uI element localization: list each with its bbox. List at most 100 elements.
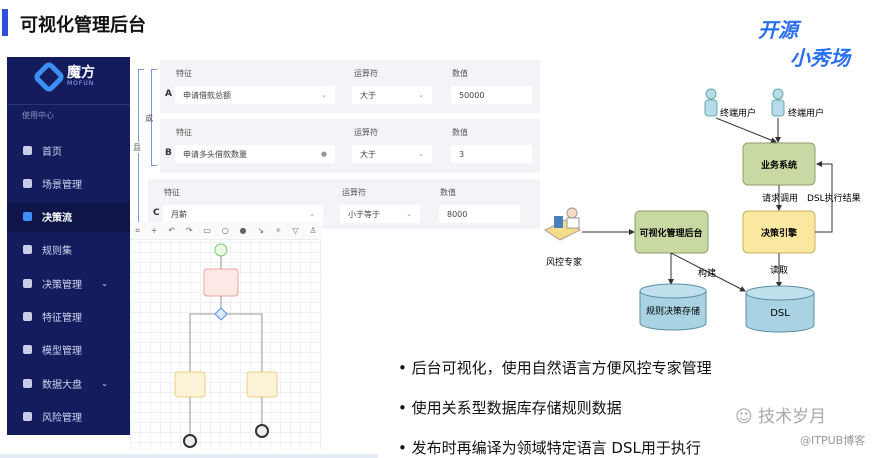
add-icon[interactable]: +	[150, 226, 158, 235]
slide-title: 可视化管理后台	[20, 15, 146, 36]
user-icon[interactable]: ♙	[309, 226, 317, 235]
operator-value: 大于	[360, 90, 376, 100]
user-label: 终端用户	[788, 107, 824, 119]
menu-icon	[23, 178, 32, 188]
watermark-name: ☺ 技术岁月	[735, 407, 827, 427]
sidebar-item-label: 场景管理	[42, 179, 82, 191]
start-node-icon[interactable]: ○	[221, 226, 229, 235]
chevron-down-icon[interactable]: ⌄	[309, 210, 315, 218]
sidebar-item[interactable]: 场景管理	[7, 168, 130, 198]
filter-icon[interactable]: ▽	[292, 226, 299, 235]
flow-canvas[interactable]	[130, 222, 322, 450]
end-node	[255, 424, 269, 438]
build-label: 构建	[698, 267, 716, 279]
dsl-cylinder	[745, 285, 815, 333]
sidebar-item[interactable]: 决策管理 ⌄	[7, 268, 130, 298]
sidebar-item[interactable]: 决策流	[7, 201, 130, 232]
architecture-diagram: 终端用户 终端用户 业务系统 请求调用 决策引擎 DSL执行结果 可视化管理后台…	[530, 80, 890, 344]
value-input[interactable]: 3	[451, 145, 532, 163]
chevron-down-icon[interactable]: ⌄	[101, 378, 108, 388]
operator-select[interactable]: 小于等于⌄	[340, 205, 420, 223]
operator-value: 大于	[360, 149, 376, 159]
operator-select[interactable]: 大于 ⌄	[352, 145, 432, 163]
value-label: 数值	[452, 128, 468, 137]
sidebar-item[interactable]: 首页	[7, 135, 130, 165]
menu-icon	[23, 145, 32, 155]
gateway-icon[interactable]: ✧	[274, 226, 282, 235]
sidebar-item-label: 首页	[42, 146, 62, 158]
menu-icon	[23, 378, 32, 388]
menu-icon	[23, 312, 32, 321]
expert-icon	[544, 207, 581, 241]
svg-text:DSL: DSL	[770, 308, 790, 319]
logo-sub: MOFUN	[67, 80, 95, 87]
feature-value: 申请多头借款数量	[183, 149, 247, 159]
sidebar-item[interactable]: 数据大盘 ⌄	[7, 368, 130, 398]
undo-icon[interactable]: ↶	[168, 226, 175, 235]
title-accent-bar	[2, 9, 8, 36]
svg-text:可视化管理后台: 可视化管理后台	[639, 227, 702, 239]
operator-select[interactable]: 大于⌄	[352, 86, 432, 104]
feature-label: 特征	[176, 69, 192, 78]
sidebar-item[interactable]: 模型管理	[7, 335, 130, 365]
wechat-icon: ☺	[735, 407, 759, 427]
and-label: 且	[133, 142, 141, 153]
value-text: 3	[459, 149, 465, 159]
task-node	[246, 371, 278, 398]
sidebar-item[interactable]: 风险管理	[7, 401, 130, 431]
value-input[interactable]: 8000	[439, 205, 520, 223]
select-icon[interactable]: ⌗	[135, 225, 140, 235]
flow-graph	[174, 243, 278, 448]
brand-logo: 开源 小秀场	[740, 10, 890, 70]
end-node-icon[interactable]: ●	[239, 226, 247, 235]
condition-letter: A	[165, 89, 172, 99]
feature-select[interactable]: 申请多头借款数量 ●	[175, 145, 335, 163]
operator-label: 运算符	[354, 69, 378, 78]
menu-icon	[23, 278, 32, 288]
or-bracket	[151, 69, 157, 166]
feature-label: 特征	[164, 188, 180, 197]
expert-label: 风控专家	[546, 256, 582, 268]
sidebar-item-label: 决策流	[42, 213, 72, 225]
value-input[interactable]: 50000	[451, 86, 532, 104]
feature-select[interactable]: 申请借款总额⌄	[175, 86, 335, 104]
task-node	[174, 371, 206, 398]
read-label: 读取	[770, 264, 788, 276]
value-label: 数值	[452, 69, 468, 78]
delete-icon[interactable]: ▭	[203, 226, 211, 235]
brand-line1: 开源	[758, 18, 798, 42]
connect-icon[interactable]: ↘	[257, 226, 265, 235]
watermark-source: @ITPUB博客	[800, 434, 866, 447]
sidebar-item-label: 数据大盘	[42, 379, 82, 391]
clear-icon[interactable]: ●	[320, 150, 327, 158]
sidebar-item[interactable]: 规则集	[7, 235, 130, 265]
user-icon	[771, 88, 785, 117]
sidebar-item-label: 特征管理	[42, 313, 82, 324]
rule-store-cylinder	[639, 283, 707, 331]
brand-line2: 小秀场	[790, 46, 850, 70]
logo-icon	[32, 60, 66, 94]
operator-label: 运算符	[354, 128, 378, 137]
feature-select[interactable]: 月薪 ⌄	[163, 205, 323, 223]
chevron-down-icon[interactable]: ⌄	[321, 91, 327, 99]
sidebar-item[interactable]: 特征管理	[7, 302, 130, 332]
redo-icon[interactable]: ↷	[185, 226, 193, 235]
sidebar-item-label: 规则集	[42, 246, 72, 258]
feature-label: 特征	[176, 128, 192, 137]
feature-value: 月薪	[171, 209, 187, 219]
menu-icon	[23, 345, 32, 355]
chevron-down-icon: ⌄	[418, 150, 424, 158]
operator-label: 运算符	[342, 188, 366, 197]
divider	[7, 104, 130, 105]
user-label: 终端用户	[720, 107, 756, 119]
end-node	[183, 434, 197, 448]
sidebar-category: 使用中心	[22, 111, 54, 120]
start-node	[214, 243, 228, 257]
bottom-bar	[0, 454, 378, 458]
svg-text:决策引擎: 决策引擎	[761, 227, 797, 239]
chevron-down-icon[interactable]: ⌄	[101, 278, 108, 288]
value-label: 数值	[440, 188, 456, 197]
sidebar-item-label: 决策管理	[42, 279, 82, 291]
